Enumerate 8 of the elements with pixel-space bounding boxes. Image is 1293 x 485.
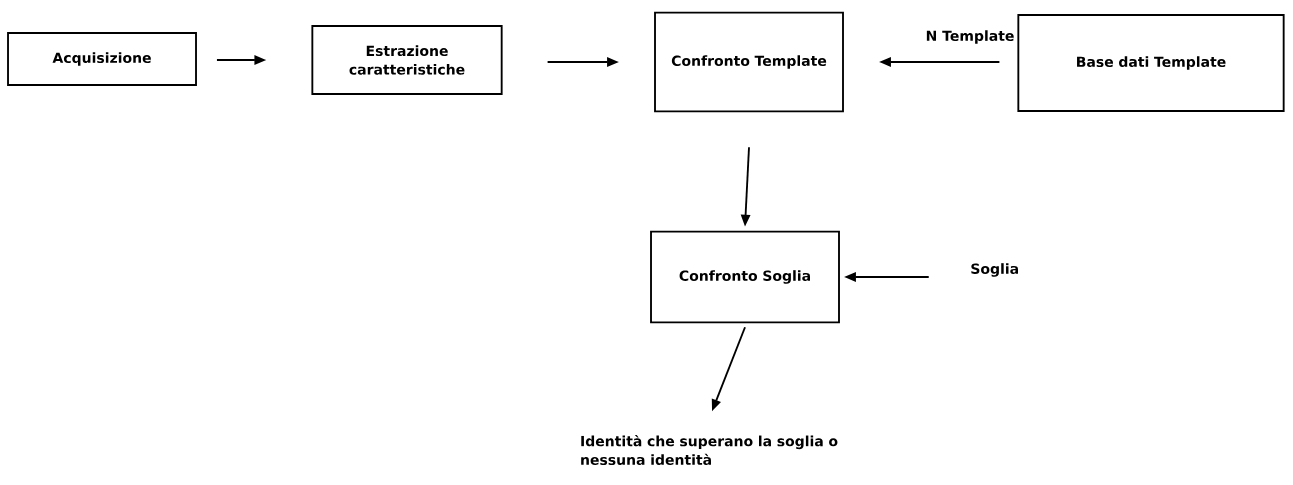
process-box: Confronto Template	[654, 11, 844, 113]
process-box: Base dati Template	[1017, 14, 1285, 112]
process-box: Acquisizione	[7, 32, 197, 86]
process-box: Estrazione caratteristiche	[311, 25, 503, 95]
process-box: Confronto Soglia	[650, 230, 840, 324]
edge-label: N Template	[924, 28, 1016, 46]
text-label: Identità che superano la soglia o nessuna identità	[581, 434, 838, 465]
text-label: Soglia	[971, 263, 1018, 277]
